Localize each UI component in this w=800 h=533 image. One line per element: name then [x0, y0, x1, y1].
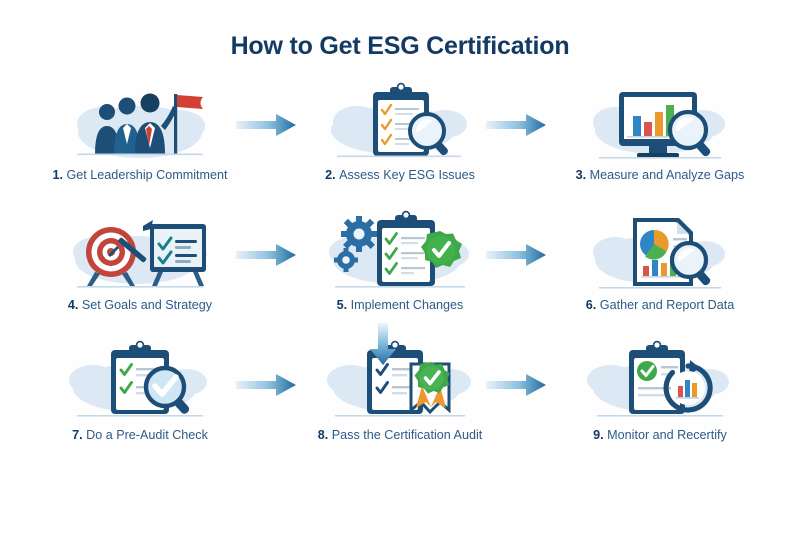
report-piechart-magnifier-icon: [575, 208, 745, 294]
step-6-label: 6. Gather and Report Data: [586, 298, 734, 312]
arrow-7-to-8-icon: [236, 372, 298, 398]
step-4[interactable]: 4. Set Goals and Strategy: [24, 208, 256, 336]
step-3-number: 3.: [575, 168, 590, 182]
step-3[interactable]: 3. Measure and Analyze Gaps: [544, 78, 776, 206]
step-2-label: 2. Assess Key ESG Issues: [325, 168, 475, 182]
arrow-2-to-3-icon: [486, 112, 548, 138]
gears-clipboard-check-icon: [315, 208, 485, 294]
step-9-text: Monitor and Recertify: [607, 428, 727, 442]
step-7-number: 7.: [72, 428, 87, 442]
target-dart-board-icon: [55, 208, 225, 294]
monitor-barchart-magnifier-icon: [575, 78, 745, 164]
step-2[interactable]: 2. Assess Key ESG Issues: [284, 78, 516, 206]
step-8-label: 8. Pass the Certification Audit: [318, 428, 483, 442]
step-8-text: Pass the Certification Audit: [331, 428, 483, 442]
steps-row-3: 7. Do a Pre-Audit Check: [24, 338, 776, 468]
step-1-label: 1. Get Leadership Commitment: [52, 168, 227, 182]
step-3-text: Measure and Analyze Gaps: [589, 168, 745, 182]
clipboard-recycle-barchart-icon: [575, 338, 745, 424]
steps-grid: 1. Get Leadership Commitment: [24, 78, 776, 498]
step-2-number: 2.: [325, 168, 340, 182]
step-7-label: 7. Do a Pre-Audit Check: [72, 428, 208, 442]
step-8[interactable]: 8. Pass the Certification Audit: [284, 338, 516, 466]
page-title: How to Get ESG Certification: [230, 32, 570, 60]
step-9[interactable]: 9. Monitor and Recertify: [544, 338, 776, 466]
step-9-label: 9. Monitor and Recertify: [593, 428, 727, 442]
step-4-text: Set Goals and Strategy: [81, 298, 213, 312]
step-5-label: 5. Implement Changes: [337, 298, 464, 312]
step-6[interactable]: 6. Gather and Report Data: [544, 208, 776, 336]
step-1-text: Get Leadership Commitment: [66, 168, 228, 182]
step-2-text: Assess Key ESG Issues: [339, 168, 475, 182]
step-5-text: Implement Changes: [350, 298, 464, 312]
team-with-flag-icon: [55, 78, 225, 164]
steps-row-1: 1. Get Leadership Commitment: [24, 78, 776, 208]
step-4-number: 4.: [67, 298, 82, 312]
arrow-4-to-5-icon: [236, 242, 298, 268]
step-4-label: 4. Set Goals and Strategy: [68, 298, 212, 312]
clipboard-magnifier-check-icon: [55, 338, 225, 424]
arrow-5-to-8-icon: [368, 323, 396, 365]
step-1[interactable]: 1. Get Leadership Commitment: [24, 78, 256, 206]
step-7-text: Do a Pre-Audit Check: [86, 428, 208, 442]
arrow-5-to-6-icon: [486, 242, 548, 268]
step-9-number: 9.: [593, 428, 608, 442]
step-6-number: 6.: [585, 298, 600, 312]
step-3-label: 3. Measure and Analyze Gaps: [576, 168, 745, 182]
step-8-number: 8.: [317, 428, 332, 442]
clipboard-magnifier-icon: [315, 78, 485, 164]
arrow-8-to-9-icon: [486, 372, 548, 398]
step-6-text: Gather and Report Data: [599, 298, 735, 312]
step-5-number: 5.: [336, 298, 351, 312]
step-5[interactable]: 5. Implement Changes: [284, 208, 516, 336]
step-1-number: 1.: [52, 168, 67, 182]
steps-row-2: 4. Set Goals and Strategy: [24, 208, 776, 338]
certificate-rosette-icon: [315, 338, 485, 424]
arrow-1-to-2-icon: [236, 112, 298, 138]
step-7[interactable]: 7. Do a Pre-Audit Check: [24, 338, 256, 466]
